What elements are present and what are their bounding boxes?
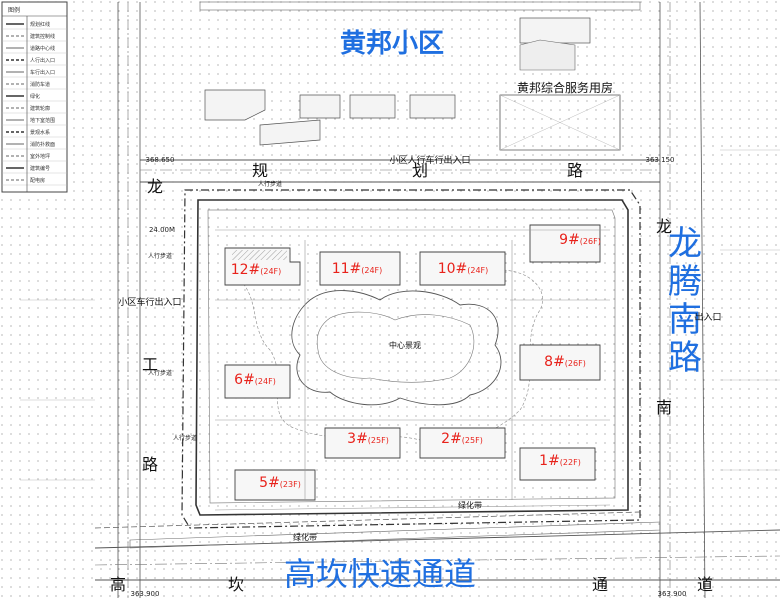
central-landscape <box>291 290 502 406</box>
south-road-title: 高坎快速通道 <box>284 555 476 593</box>
elevation-se: 363.900 <box>658 590 687 598</box>
north-entrance-label: 小区人行车行出入口 <box>389 154 470 166</box>
legend-item-label: 绿化 <box>30 93 40 100</box>
legend-item-label: 建筑轮廓 <box>30 105 50 112</box>
south-green-belt <box>129 521 661 549</box>
road-char: 高 <box>110 575 126 594</box>
green-belt-label-2: 绿化带 <box>293 532 317 542</box>
building-label: 3#(25F) <box>347 431 389 447</box>
road-char: 划 <box>412 161 428 180</box>
pedestrian-label-2: 人行步道 <box>148 252 172 260</box>
north-road-name: 规划路 <box>252 161 583 180</box>
road-char: 路 <box>567 161 583 180</box>
legend-item-label: 消防扑救面 <box>30 141 55 148</box>
east-road-title: 龙腾南路 <box>668 224 702 378</box>
building-label: 11#(24F) <box>332 261 383 277</box>
center-landscape-label: 中心景观 <box>389 340 421 350</box>
legend-item-label: 道路中心线 <box>30 45 55 52</box>
road-char: 龙 <box>656 217 672 236</box>
pedestrian-label-1: 人行步道 <box>258 180 282 188</box>
east-road-title-text: 龙腾南路 <box>668 224 702 378</box>
legend-panel: 图例 规划红线建筑控制线道路中心线人行出入口车行出入口消防车道绿化建筑轮廓地下室… <box>1 1 68 193</box>
road-char: 路 <box>142 455 158 474</box>
building-labels: 12#(24F) 11#(24F) 10#(24F) 9#(26F) 8#(26F) 6#… <box>231 232 601 491</box>
green-belt-label-1: 绿化带 <box>458 500 482 510</box>
legend-item-label: 建筑编号 <box>30 165 50 172</box>
south-road-edge-top <box>94 529 780 549</box>
service-house-label: 黄邦综合服务用房 <box>517 80 613 95</box>
elevation-ne: 363.150 <box>646 156 675 164</box>
road-char: 规 <box>252 161 268 180</box>
annotation-leaders <box>20 149 780 481</box>
road-char: 工 <box>142 355 158 374</box>
legend-item-label: 景观水系 <box>30 129 50 136</box>
road-char: 龙 <box>147 177 163 196</box>
building-label: 8#(26F) <box>544 354 586 370</box>
legend-item-label: 配电房 <box>30 177 45 184</box>
legend-item-label: 车行出入口 <box>30 69 55 76</box>
pedestrian-label-3: 人行步道 <box>148 369 172 377</box>
legend-item-label: 消防车道 <box>30 81 50 88</box>
building-label: 6#(24F) <box>234 372 276 388</box>
pedestrian-label-4: 人行步道 <box>173 434 197 442</box>
legend-item-label: 建筑控制线 <box>30 33 55 40</box>
east-road-name-small: 龙南 <box>656 217 672 417</box>
internal-roads <box>214 229 611 511</box>
building-label: 5#(23F) <box>259 475 301 491</box>
building-label: 1#(22F) <box>539 453 581 469</box>
legend-header: 图例 <box>8 6 20 14</box>
building-label: 12#(24F) <box>231 262 282 278</box>
legend-item-label: 地下室范围 <box>30 117 55 124</box>
road-char: 道 <box>697 575 713 594</box>
road-char: 南 <box>656 398 672 417</box>
legend-item-label: 室外地坪 <box>30 153 50 160</box>
site-inner-wall <box>195 199 629 516</box>
legend-item-label: 规划红线 <box>30 21 50 28</box>
building-footprints <box>224 224 601 501</box>
west-entrance-label: 小区车行出入口 <box>118 296 181 308</box>
road-char: 坎 <box>228 575 244 594</box>
elevation-nw: 368.650 <box>146 156 175 164</box>
building-label: 2#(25F) <box>441 431 483 447</box>
legend-item-label: 人行出入口 <box>30 57 55 64</box>
site-boundary <box>181 189 641 529</box>
building-label: 9#(26F) <box>559 232 601 248</box>
south-road-name-small: 高坎通道 <box>110 575 713 594</box>
north-community-title: 黄邦小区 <box>340 29 444 59</box>
north-community <box>199 1 641 151</box>
building-label: 10#(24F) <box>438 261 489 277</box>
east-entrance-label: 出入口 <box>694 311 721 323</box>
dimension-label: 24.00M <box>149 226 175 234</box>
west-road-name: 龙工路 <box>142 177 163 474</box>
road-char: 通 <box>592 575 608 594</box>
elevation-sw: 363.900 <box>131 590 160 598</box>
